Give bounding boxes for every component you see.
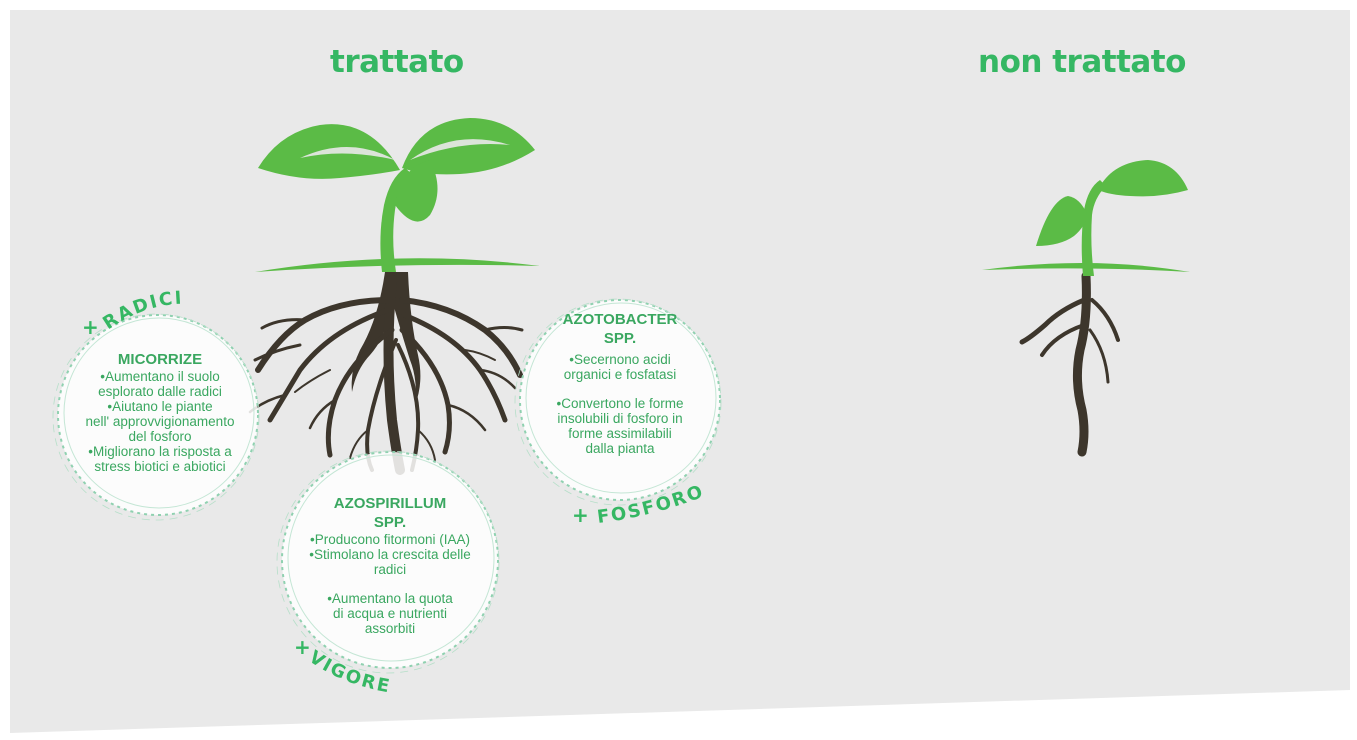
bubble-micorrize-circle	[52, 313, 260, 521]
heading-treated: trattato	[330, 44, 464, 80]
bubble-azospirillum-circle	[276, 450, 500, 674]
bubble-micorrize-line: stress biotici e abiotici	[94, 459, 226, 474]
bubble-azotobacter-circle	[514, 298, 722, 506]
bubble-azotobacter: AZOTOBACTER SPP. •Secernono acidi organi…	[525, 310, 715, 456]
bubble-micorrize-line: •Aumentano il suolo	[100, 369, 220, 384]
bubble-micorrize: MICORRIZE •Aumentano il suolo esplorato …	[60, 350, 260, 474]
bubble-micorrize-title: MICORRIZE	[117, 351, 203, 368]
bubble-azotobacter-line: insolubili di fosforo in	[557, 411, 683, 426]
bubble-azotobacter-line: organici e fosfatasi	[563, 367, 677, 382]
bubble-azospirillum-line: •Producono fitormoni (IAA)	[309, 532, 471, 547]
bubble-azospirillum-subtitle: SPP.	[373, 514, 407, 531]
tag-fosforo-plus: +	[572, 503, 589, 527]
bubble-azotobacter-line: •Convertono le forme	[556, 396, 684, 411]
bubble-micorrize-line: del fosforo	[128, 429, 192, 444]
bubble-azotobacter-title: AZOTOBACTER	[562, 311, 678, 328]
spacer	[525, 382, 715, 396]
bubble-azotobacter-line: •Secernono acidi	[569, 352, 671, 367]
bubble-azospirillum-title: AZOSPIRILLUM	[333, 495, 447, 512]
heading-untreated: non trattato	[978, 44, 1186, 80]
spacer	[290, 577, 490, 591]
bubble-azospirillum-line: •Stimolano la crescita delle	[309, 547, 471, 562]
untreated-plant-leaves	[982, 160, 1190, 276]
bubble-micorrize-line: esplorato dalle radici	[98, 384, 222, 399]
bubble-azotobacter-line: dalla pianta	[585, 441, 655, 456]
bubble-micorrize-line: •Migliorano la risposta a	[88, 444, 232, 459]
bubble-azospirillum: AZOSPIRILLUM SPP. •Producono fitormoni (…	[290, 494, 490, 636]
untreated-plant-roots	[1019, 271, 1120, 457]
bubble-azospirillum-line: assorbiti	[364, 621, 416, 636]
bubble-micorrize-line: •Aiutano le piante	[107, 399, 213, 414]
bubble-micorrize-line: nell' approvvigionamento	[85, 414, 235, 429]
tag-radici-plus: +	[82, 315, 99, 339]
tag-vigore-plus: +	[294, 635, 311, 659]
bubble-azotobacter-subtitle: SPP.	[603, 330, 637, 347]
bubble-azospirillum-line: radici	[373, 562, 407, 577]
bubble-azospirillum-line: di acqua e nutrienti	[332, 606, 448, 621]
bubble-azospirillum-line: •Aumentano la quota	[327, 591, 453, 606]
bubble-azotobacter-line: forme assimilabili	[568, 426, 672, 441]
